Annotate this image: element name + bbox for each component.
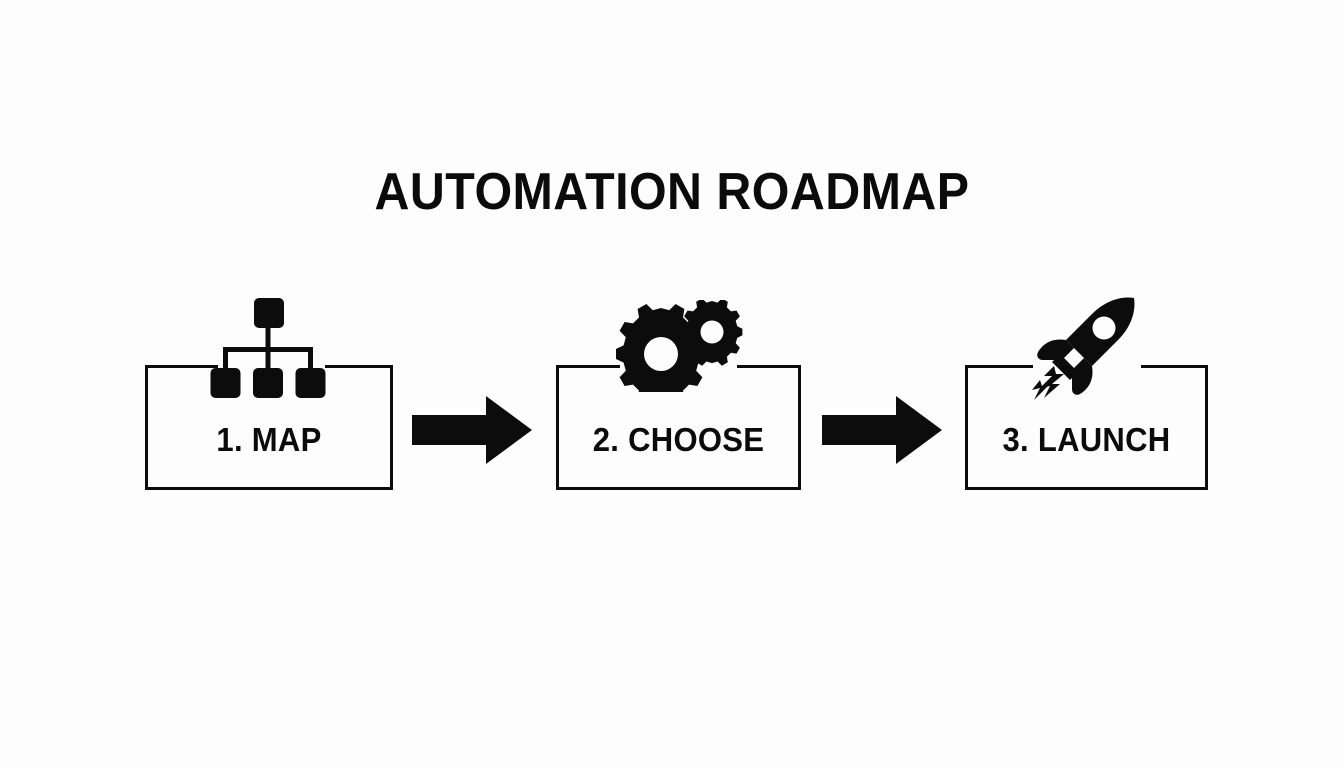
box-border-left — [556, 365, 559, 490]
step-box-map[interactable]: 1. MAP — [145, 365, 393, 490]
arrow-right-icon-1 — [412, 396, 532, 464]
step-label-choose: 2. CHOOSE — [592, 421, 765, 458]
box-border-bottom — [556, 487, 801, 490]
box-border-top-right — [325, 365, 393, 368]
step-box-choose[interactable]: 2. CHOOSE — [556, 365, 801, 490]
arrow-right-icon-2 — [822, 396, 942, 464]
box-border-top-right — [737, 365, 801, 368]
box-border-right — [798, 365, 801, 490]
step-label-map: 1. MAP — [216, 421, 322, 458]
box-border-top-right — [1141, 365, 1208, 368]
step-box-launch[interactable]: 3. LAUNCH — [965, 365, 1208, 490]
box-border-top-left — [965, 365, 1033, 368]
page-title: AUTOMATION ROADMAP — [374, 163, 970, 221]
box-border-bottom — [145, 487, 393, 490]
box-border-left — [965, 365, 968, 490]
box-border-right — [390, 365, 393, 490]
box-border-top-left — [556, 365, 620, 368]
step-label-launch: 3. LAUNCH — [1002, 421, 1171, 458]
box-border-left — [145, 365, 148, 490]
box-border-right — [1205, 365, 1208, 490]
box-border-top-left — [145, 365, 218, 368]
box-border-bottom — [965, 487, 1208, 490]
